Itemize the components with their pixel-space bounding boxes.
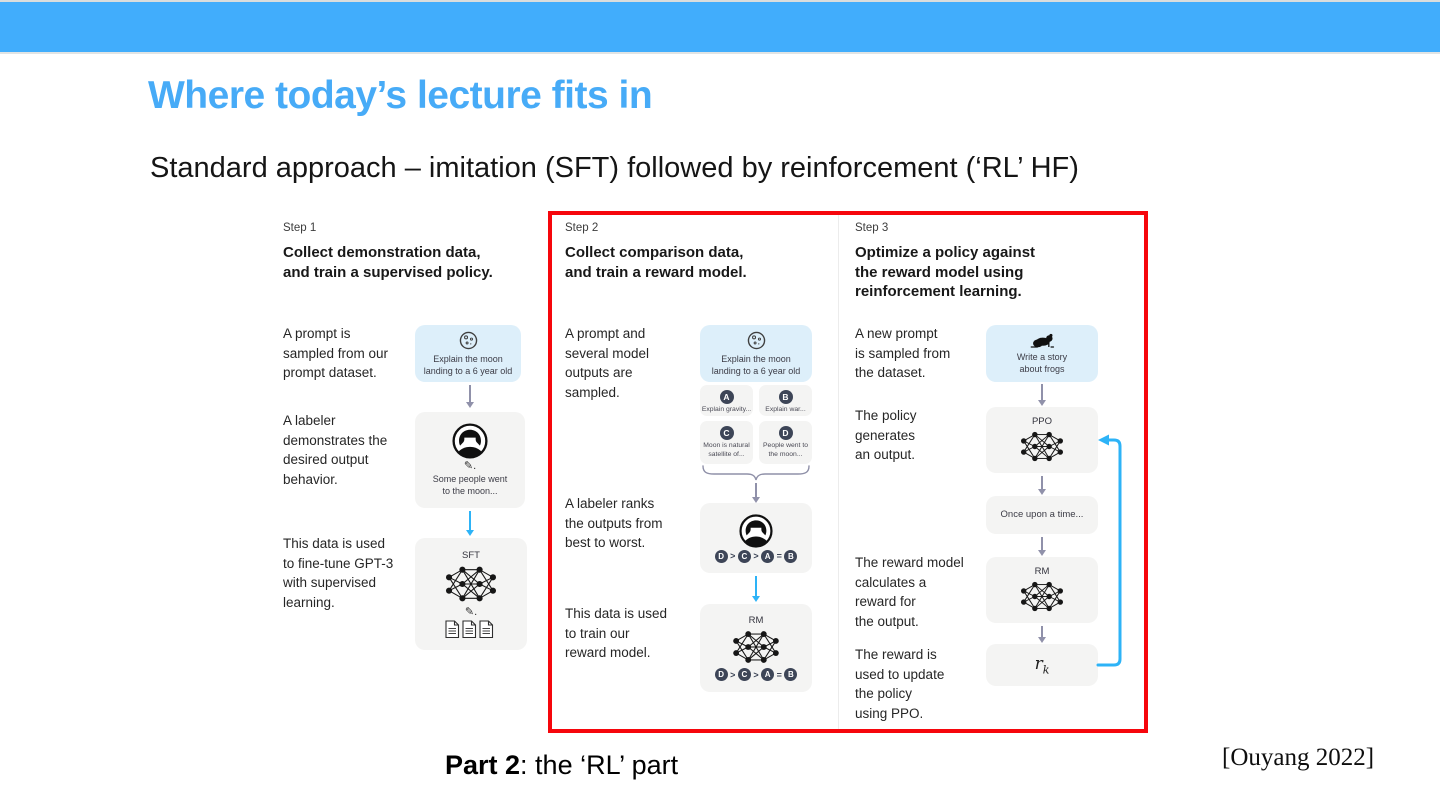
step3-heading: Optimize a policy against the reward mod… bbox=[855, 244, 1036, 300]
step1-caption-prompt: A prompt is sampled from our prompt data… bbox=[283, 326, 389, 380]
rank-separator: > bbox=[730, 669, 736, 680]
step2-prompt-text: Explain the moon landing to a 6 year old bbox=[711, 354, 801, 376]
slide-subtitle: Standard approach – imitation (SFT) foll… bbox=[150, 152, 1079, 184]
neural-net-icon bbox=[1018, 429, 1066, 464]
step1-heading: Collect demonstration data, and train a … bbox=[283, 244, 493, 281]
step2-heading: Collect comparison data, and train a rew… bbox=[565, 244, 747, 281]
step1-label: Step 1 bbox=[283, 222, 317, 234]
header-bar bbox=[0, 2, 1440, 54]
down-arrow bbox=[465, 511, 475, 536]
slide-title: Where today’s lecture fits in bbox=[148, 74, 653, 117]
ranking-row: D > C > A = B bbox=[714, 549, 798, 563]
step1-sft-model-box: SFT bbox=[415, 538, 527, 650]
footer-rest: : the ‘RL’ part bbox=[520, 750, 679, 780]
rank-separator: > bbox=[753, 669, 759, 680]
step2-labeler-rank-box: D > C > A = B bbox=[700, 503, 812, 573]
step3-caption-policy: The policy generates an output. bbox=[855, 408, 917, 462]
down-arrow bbox=[465, 385, 475, 408]
labeler-avatar-icon bbox=[739, 513, 773, 548]
rank-pill: D bbox=[714, 549, 728, 563]
rank-pill: D bbox=[714, 668, 728, 681]
step3-reward-value-box: rk bbox=[986, 644, 1098, 686]
step3-prompt-text: Write a story about frogs bbox=[1016, 352, 1068, 374]
step3-caption-prompt: A new prompt is sampled from the dataset… bbox=[855, 326, 951, 380]
ranking-row: D > C > A = B bbox=[714, 668, 798, 681]
pencil-icon: ✎. bbox=[463, 460, 477, 472]
neural-net-icon bbox=[1018, 579, 1066, 614]
rm-label: RM bbox=[1034, 566, 1050, 577]
option-letter: A bbox=[719, 390, 734, 404]
column-divider bbox=[838, 215, 839, 729]
step1-labeler-box: ✎. Some people went to the moon... bbox=[415, 412, 525, 508]
step3-caption-update: The reward is used to update the policy … bbox=[855, 647, 945, 721]
pencil-icon: ✎. bbox=[464, 605, 478, 618]
step2-caption-sampled: A prompt and several model outputs are s… bbox=[565, 326, 650, 400]
rank-separator: > bbox=[730, 551, 736, 561]
option-text: Explain war... bbox=[765, 406, 806, 413]
footer-bold: Part 2 bbox=[445, 750, 521, 780]
step1-caption-finetune: This data is used to fine-tune GPT-3 wit… bbox=[283, 536, 394, 610]
moon-icon bbox=[746, 330, 767, 351]
down-arrow bbox=[751, 576, 761, 602]
rank-separator: = bbox=[776, 669, 782, 680]
policy-output-text: Once upon a time... bbox=[1000, 509, 1084, 521]
rm-label: RM bbox=[748, 615, 764, 626]
option-letter: D bbox=[778, 426, 793, 440]
rank-pill: A bbox=[761, 668, 775, 681]
step1-prompt-box: Explain the moon landing to a 6 year old bbox=[415, 325, 521, 382]
option-letter: C bbox=[719, 426, 734, 440]
down-arrow bbox=[1037, 537, 1047, 556]
option-letter: B bbox=[778, 390, 793, 404]
citation: [Ouyang 2022] bbox=[1222, 744, 1375, 771]
step3-policy-output-box: Once upon a time... bbox=[986, 496, 1098, 534]
output-option-box-d: D People went to the moon... bbox=[759, 421, 812, 464]
output-option-box-c: C Moon is natural satellite of... bbox=[700, 421, 753, 464]
step3-prompt-box: Write a story about frogs bbox=[986, 325, 1098, 382]
down-arrow bbox=[1037, 626, 1047, 643]
step3-ppo-policy-box: PPO bbox=[986, 407, 1098, 473]
reward-symbol: rk bbox=[1034, 653, 1050, 677]
neural-net-icon bbox=[730, 628, 782, 666]
sft-label: SFT bbox=[462, 549, 480, 561]
step2-caption-ranks: A labeler ranks the outputs from best to… bbox=[565, 496, 663, 550]
step2-label: Step 2 bbox=[565, 222, 599, 234]
rank-pill: C bbox=[737, 549, 751, 563]
option-text: People went to the moon... bbox=[763, 442, 808, 458]
output-option-box-b: B Explain war... bbox=[759, 385, 812, 416]
rank-pill: C bbox=[737, 668, 751, 681]
labeler-avatar-icon bbox=[452, 423, 488, 459]
rank-pill: A bbox=[761, 549, 775, 563]
top-strip bbox=[0, 0, 1440, 2]
down-arrow bbox=[1037, 384, 1047, 406]
step1-demo-text: Some people went to the moon... bbox=[432, 474, 508, 496]
neural-net-icon bbox=[442, 563, 500, 605]
down-arrow bbox=[751, 483, 761, 503]
moon-icon bbox=[458, 330, 479, 351]
rank-pill: B bbox=[784, 549, 798, 563]
feedback-loop-arrow bbox=[1094, 429, 1128, 673]
step3-label: Step 3 bbox=[855, 222, 889, 234]
rank-separator: = bbox=[776, 551, 782, 561]
step1-caption-labeler: A labeler demonstrates the desired outpu… bbox=[283, 413, 388, 487]
footer-caption: Part 2: the ‘RL’ part bbox=[445, 750, 678, 781]
ppo-label: PPO bbox=[1031, 416, 1053, 427]
option-text: Moon is natural satellite of... bbox=[703, 442, 750, 458]
brace-icon bbox=[700, 465, 812, 483]
step3-caption-reward: The reward model calculates a reward for… bbox=[855, 555, 964, 629]
output-option-box-a: A Explain gravity... bbox=[700, 385, 753, 416]
step2-prompt-box: Explain the moon landing to a 6 year old bbox=[700, 325, 812, 382]
step1-prompt-text: Explain the moon landing to a 6 year old bbox=[423, 354, 513, 376]
documents-icon bbox=[444, 619, 498, 639]
step2-caption-train-rm: This data is used to train our reward mo… bbox=[565, 606, 668, 660]
rank-pill: B bbox=[784, 668, 798, 681]
rank-separator: > bbox=[753, 551, 759, 561]
step2-reward-model-box: RM bbox=[700, 604, 812, 692]
frog-icon bbox=[1029, 332, 1055, 349]
down-arrow bbox=[1037, 476, 1047, 495]
step3-reward-model-box: RM bbox=[986, 557, 1098, 623]
option-text: Explain gravity... bbox=[701, 406, 752, 413]
